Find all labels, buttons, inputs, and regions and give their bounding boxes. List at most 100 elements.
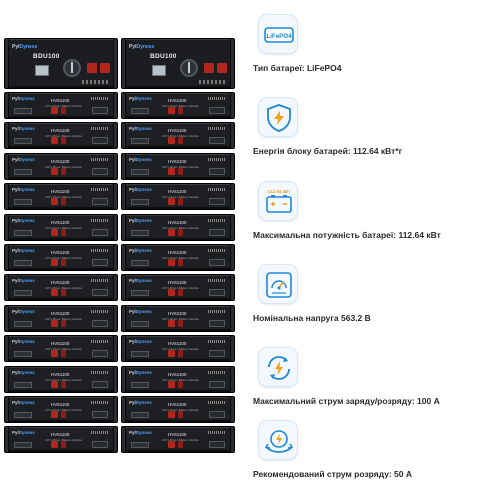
module-subtitle: LFP Lithium Battery Module (162, 164, 199, 169)
module-brand: PylDyness (12, 278, 35, 284)
negative-terminal (61, 380, 66, 388)
positive-terminal (168, 319, 175, 327)
module-model-label: HV51100 (51, 158, 70, 164)
negative-terminal (178, 289, 183, 297)
positive-terminal (168, 410, 175, 418)
module-model-label: HV51100 (51, 98, 70, 103)
positive-terminal (51, 289, 58, 297)
positive-terminal (168, 228, 175, 236)
module-comm-port (131, 138, 149, 145)
module-handle (209, 198, 225, 206)
module-subtitle: LFP Lithium Battery Module (45, 104, 82, 108)
spec-label: Номінальна напруга 563.2 В (253, 313, 371, 323)
module-comm-port (14, 138, 32, 145)
module-subtitle: LFP Lithium Battery Module (162, 104, 199, 108)
module-model-label: HV51100 (168, 189, 187, 195)
module-handle (209, 107, 225, 114)
spec-nominal-voltage: Номінальна напруга 563.2 В (248, 264, 488, 344)
module-comm-port (14, 259, 32, 266)
negative-terminal (178, 137, 183, 145)
module-vent (91, 188, 109, 192)
module-handle (92, 319, 108, 327)
positive-terminal (51, 198, 58, 206)
module-handle (209, 319, 225, 327)
lifepo4-icon: LiFePO4 (258, 14, 298, 54)
negative-terminal (61, 228, 66, 236)
positive-terminal (168, 137, 175, 145)
module-comm-port (131, 259, 149, 266)
module-model-label: HV51100 (51, 249, 70, 255)
module-model-label: HV51100 (51, 310, 70, 316)
module-subtitle: LFP Lithium Battery Module (45, 407, 82, 412)
positive-terminal (168, 198, 175, 206)
spec-max-charge-current: Максимальний струм заряду/розряду: 100 А (248, 347, 488, 427)
negative-terminal (100, 63, 110, 73)
positive-terminal (204, 63, 214, 73)
module-brand: PylDyness (12, 187, 35, 193)
module-vent (91, 97, 109, 100)
module-comm-port (131, 229, 149, 236)
module-handle (92, 107, 108, 114)
module-vent (208, 127, 226, 131)
module-model-label: HV51100 (168, 128, 187, 134)
module-vent (208, 248, 226, 252)
module-model-label: HV51100 (168, 249, 187, 255)
negative-terminal (178, 441, 183, 449)
negative-terminal (61, 107, 66, 114)
negative-terminal (178, 228, 183, 236)
module-brand: PylDyness (129, 187, 152, 193)
module-model-label: HV51100 (168, 280, 187, 286)
module-brand: PylDyness (12, 156, 35, 162)
module-handle (92, 410, 108, 418)
module-model-label: HV51100 (168, 432, 187, 438)
bdu-brand: PylDyness (12, 44, 38, 50)
module-brand: PylDyness (12, 96, 35, 101)
positive-terminal (168, 441, 175, 449)
negative-terminal (178, 319, 183, 327)
module-vent (208, 188, 226, 192)
module-vent (208, 218, 226, 222)
bdu-ports (199, 80, 225, 84)
module-comm-port (131, 351, 149, 358)
module-vent (208, 431, 226, 435)
module-vent (91, 279, 109, 283)
positive-terminal (51, 258, 58, 266)
module-handle (209, 228, 225, 236)
module-vent (91, 127, 109, 131)
module-subtitle: LFP Lithium Battery Module (162, 316, 199, 321)
negative-terminal (178, 198, 183, 206)
module-handle (209, 137, 225, 145)
module-vent (91, 370, 109, 374)
module-brand: PylDyness (129, 247, 152, 253)
module-handle (209, 410, 225, 418)
negative-terminal (61, 289, 66, 297)
module-vent (208, 279, 226, 283)
module-subtitle: LFP Lithium Battery Module (162, 438, 199, 443)
negative-terminal (61, 441, 66, 449)
negative-terminal (178, 410, 183, 418)
module-comm-port (131, 320, 149, 327)
spec-label: Рекомендований струм розряду: 50 А (253, 469, 412, 479)
module-comm-port (131, 199, 149, 206)
module-brand: PylDyness (12, 126, 35, 132)
negative-terminal (178, 258, 183, 266)
module-brand: PylDyness (129, 369, 152, 375)
positive-terminal (168, 258, 175, 266)
module-model-label: HV51100 (168, 401, 187, 407)
module-model-label: HV51100 (168, 310, 187, 316)
bdu-ports (82, 80, 108, 84)
